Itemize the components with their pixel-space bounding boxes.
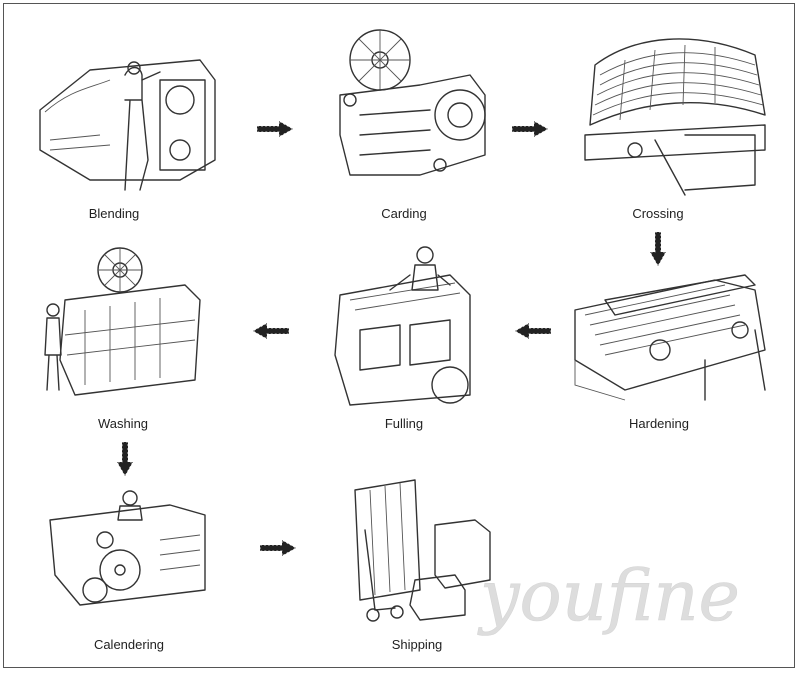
washing-illustration	[35, 240, 210, 405]
arrow-right-calendering-shipping	[260, 540, 296, 556]
youfine-watermark: youfine	[470, 540, 780, 650]
step-label-shipping: Shipping	[391, 637, 443, 652]
blending-illustration	[30, 40, 230, 200]
arrow-down-crossing-hardening	[650, 232, 666, 266]
svg-text:youfine: youfine	[477, 555, 740, 637]
hardening-illustration	[565, 270, 775, 410]
step-label-crossing: Crossing	[632, 206, 684, 221]
step-label-hardening: Hardening	[629, 416, 689, 431]
step-label-carding: Carding	[381, 206, 427, 221]
shipping-illustration	[345, 470, 500, 630]
arrow-right-blending-carding	[257, 121, 293, 137]
arrow-down-washing-calendering	[117, 442, 133, 476]
fulling-illustration	[330, 235, 475, 410]
step-label-washing: Washing	[97, 416, 149, 431]
diagram-frame	[3, 3, 795, 668]
arrow-left-fulling-washing	[253, 323, 289, 339]
step-label-calendering: Calendering	[93, 637, 165, 652]
step-label-fulling: Fulling	[384, 416, 424, 431]
calendering-illustration	[40, 480, 215, 625]
step-label-blending: Blending	[88, 206, 140, 221]
arrow-right-carding-crossing	[512, 121, 548, 137]
carding-illustration	[320, 15, 495, 195]
crossing-illustration	[575, 25, 775, 200]
arrow-left-hardening-fulling	[515, 323, 551, 339]
